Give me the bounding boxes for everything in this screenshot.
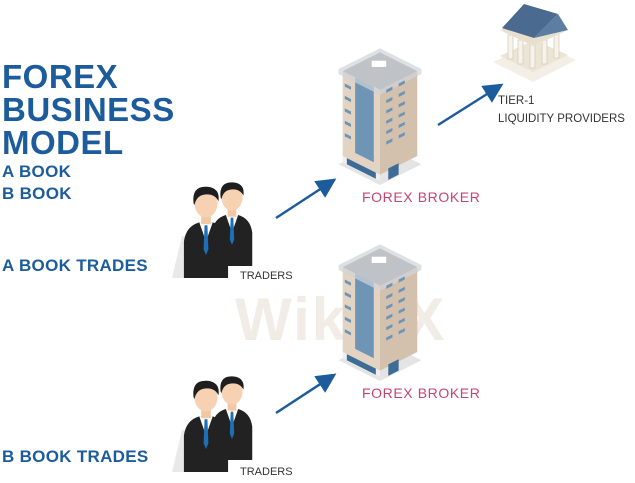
arrow-broker-to-liquidity-providers <box>437 83 504 127</box>
subtitle-b-book: B BOOK <box>2 184 72 203</box>
liquidity-provider-label-line1: TIER-1 <box>498 95 535 107</box>
traders-a-label: TRADERS <box>240 270 293 282</box>
traders-a-icon <box>172 182 253 278</box>
section-b-book-trades: B BOOK TRADES <box>2 447 149 466</box>
traders-b-label: TRADERS <box>240 466 293 478</box>
arrow-traders-to-broker-a <box>275 178 337 220</box>
forex-broker-a-label: FOREX BROKER <box>362 189 481 205</box>
page-title-line3: MODEL <box>2 124 124 161</box>
forex-broker-b-building-icon <box>338 244 422 381</box>
section-a-book-trades: A BOOK TRADES <box>2 256 148 275</box>
forex-broker-a-building-icon <box>338 48 422 185</box>
traders-b-icon <box>172 376 253 472</box>
page-title-line1: FOREX <box>2 58 119 95</box>
forex-broker-b-label: FOREX BROKER <box>362 385 481 401</box>
liquidity-provider-label-line2: LIQUIDITY PROVIDERS <box>498 113 625 125</box>
subtitle-a-book: A BOOK <box>2 162 72 181</box>
bank-icon <box>493 4 576 82</box>
page-title-line2: BUSINESS <box>2 91 175 128</box>
arrow-traders-to-broker-b <box>275 373 337 415</box>
